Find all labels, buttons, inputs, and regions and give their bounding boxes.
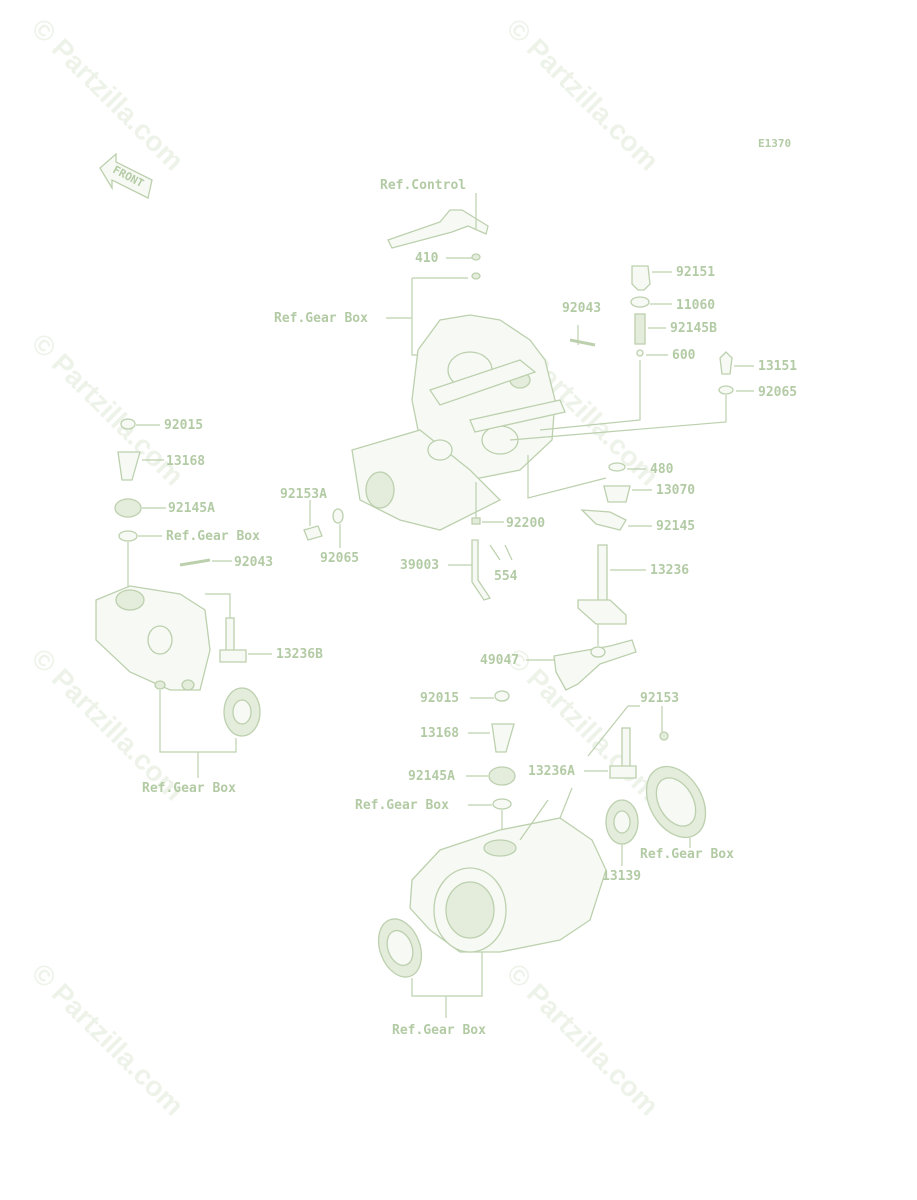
part-92065-label-right: 92065 [758,385,797,400]
part-92145-label: 92145 [656,519,695,534]
part-13070-label: 13070 [656,483,695,498]
part-13236-label: 13236 [650,563,689,578]
final-drive-case [409,787,607,953]
main-gear-case [351,314,566,531]
watermark: © Partzilla.com [501,12,665,176]
front-arrow-icon: FRONT [99,152,153,199]
ref-gear-box-label-mid: Ref.Gear Box [355,798,449,813]
part-92043-label-left: 92043 [234,555,273,570]
part-480-label: 480 [650,462,674,477]
part-92043-label: 92043 [562,301,601,316]
ref-gear-box-label-top: Ref.Gear Box [274,311,368,326]
ref-control-label: Ref.Control [380,178,466,193]
watermark: © Partzilla.com [26,12,190,176]
part-92145a-label-left: 92145A [168,501,215,516]
part-11060-label: 11060 [676,298,715,313]
part-13168-label-left: 13168 [166,454,205,469]
part-92015-label-bottom: 92015 [420,691,459,706]
part-13168-label-bottom: 13168 [420,726,459,741]
watermark: © Partzilla.com [26,957,190,1121]
ref-gear-box-label-bottom: Ref.Gear Box [392,1023,486,1038]
part-49047-label: 49047 [480,653,519,668]
part-92015-label-left: 92015 [164,418,203,433]
part-92151-label: 92151 [676,265,715,280]
part-92145b-label: 92145B [670,321,717,336]
part-39003-label: 39003 [400,558,439,573]
part-92145a-label-bottom: 92145A [408,769,455,784]
shift-fork [553,639,637,691]
part-554-label: 554 [494,569,518,584]
diagram-code: E1370 [758,137,791,150]
oil-seal-right [645,765,707,839]
ref-gear-box-label-left: Ref.Gear Box [166,529,260,544]
part-92065-label-mid: 92065 [320,551,359,566]
part-13139-label: 13139 [602,869,641,884]
ref-gear-box-label-bottom-left: Ref.Gear Box [142,781,236,796]
left-gear-case [95,585,211,691]
part-13236a-label: 13236A [528,764,575,779]
part-13236b-label: 13236B [276,647,323,662]
part-13151-label: 13151 [758,359,797,374]
watermark: © Partzilla.com [501,957,665,1121]
ref-gear-box-label-right: Ref.Gear Box [640,847,734,862]
part-92153-label: 92153 [640,691,679,706]
part-410-label: 410 [415,251,439,266]
control-lever [387,209,489,249]
part-92153a-label: 92153A [280,487,327,502]
oil-seal-bottom [377,918,423,978]
part-92200-label: 92200 [506,516,545,531]
part-600-label: 600 [672,348,696,363]
